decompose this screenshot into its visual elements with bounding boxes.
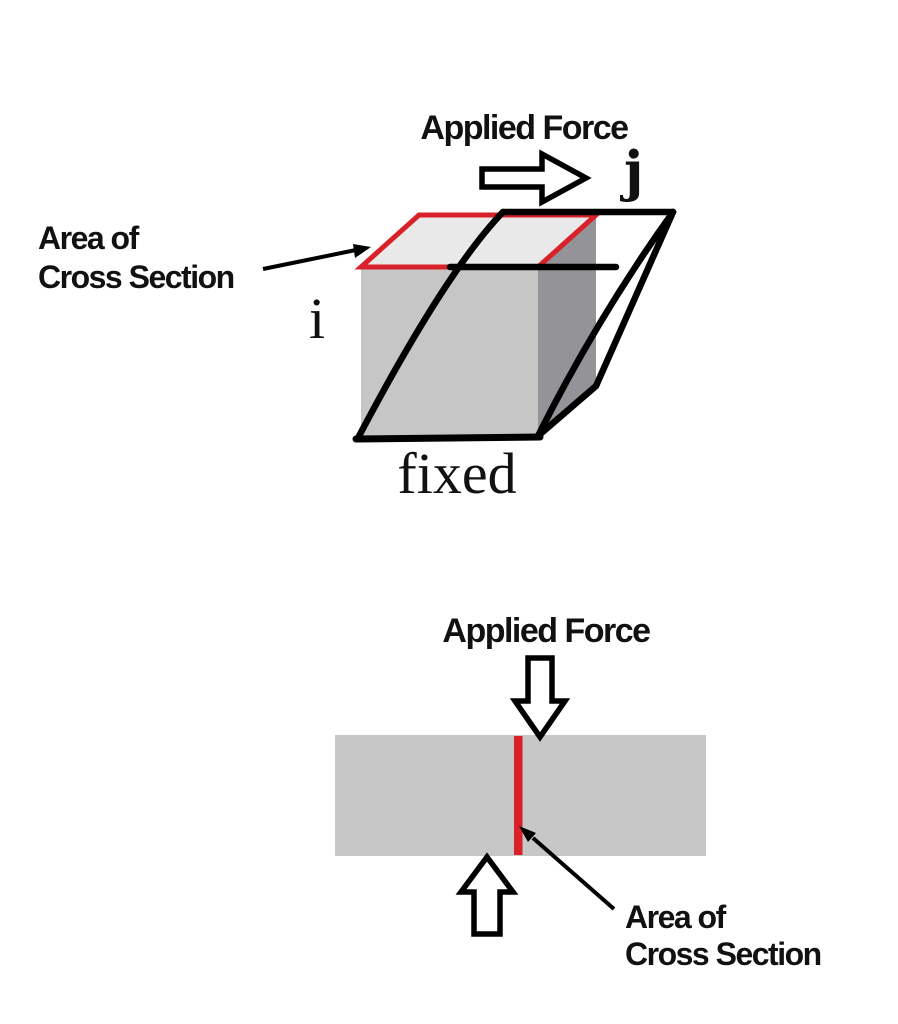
area-label-line1: Area of (38, 220, 139, 256)
reaction-force-up-arrow-icon (455, 852, 519, 937)
sheared-cube-diagram (262, 149, 677, 443)
sheared-right-back-edge (592, 208, 677, 390)
area-label-line1: Area of (625, 899, 726, 935)
applied-force-label-bottom: Applied Force (442, 612, 651, 650)
cube-front-face (361, 267, 538, 437)
area-label-line2: Cross Section (38, 259, 235, 295)
fixed-label: fixed (397, 441, 517, 506)
sheared-cube-outline (352, 208, 677, 443)
area-pointer-arrow-top-icon (262, 244, 371, 271)
area-label-line2: Cross Section (625, 936, 822, 972)
height-axis-label-i: i (309, 286, 326, 351)
shear-direction-label-j: j (624, 139, 644, 203)
area-of-cross-section-label-bottom: Area of Cross Section (625, 899, 822, 973)
bar-cross-section-line (514, 736, 523, 855)
applied-force-down-arrow-icon (509, 655, 571, 742)
applied-force-label-top: Applied Force (420, 109, 629, 147)
applied-force-right-arrow-icon (479, 149, 592, 207)
sheared-left-edge (354, 208, 507, 442)
sheared-right-front-edge (534, 208, 677, 440)
sheared-bottom-depth-edge (534, 382, 600, 440)
area-of-cross-section-label-top: Area of Cross Section (38, 219, 235, 297)
area-pointer-arrow-bottom-icon (519, 826, 616, 911)
cube-bottom-edge (352, 433, 544, 443)
cube-side-face (538, 215, 596, 437)
bar-diagram (335, 655, 706, 937)
